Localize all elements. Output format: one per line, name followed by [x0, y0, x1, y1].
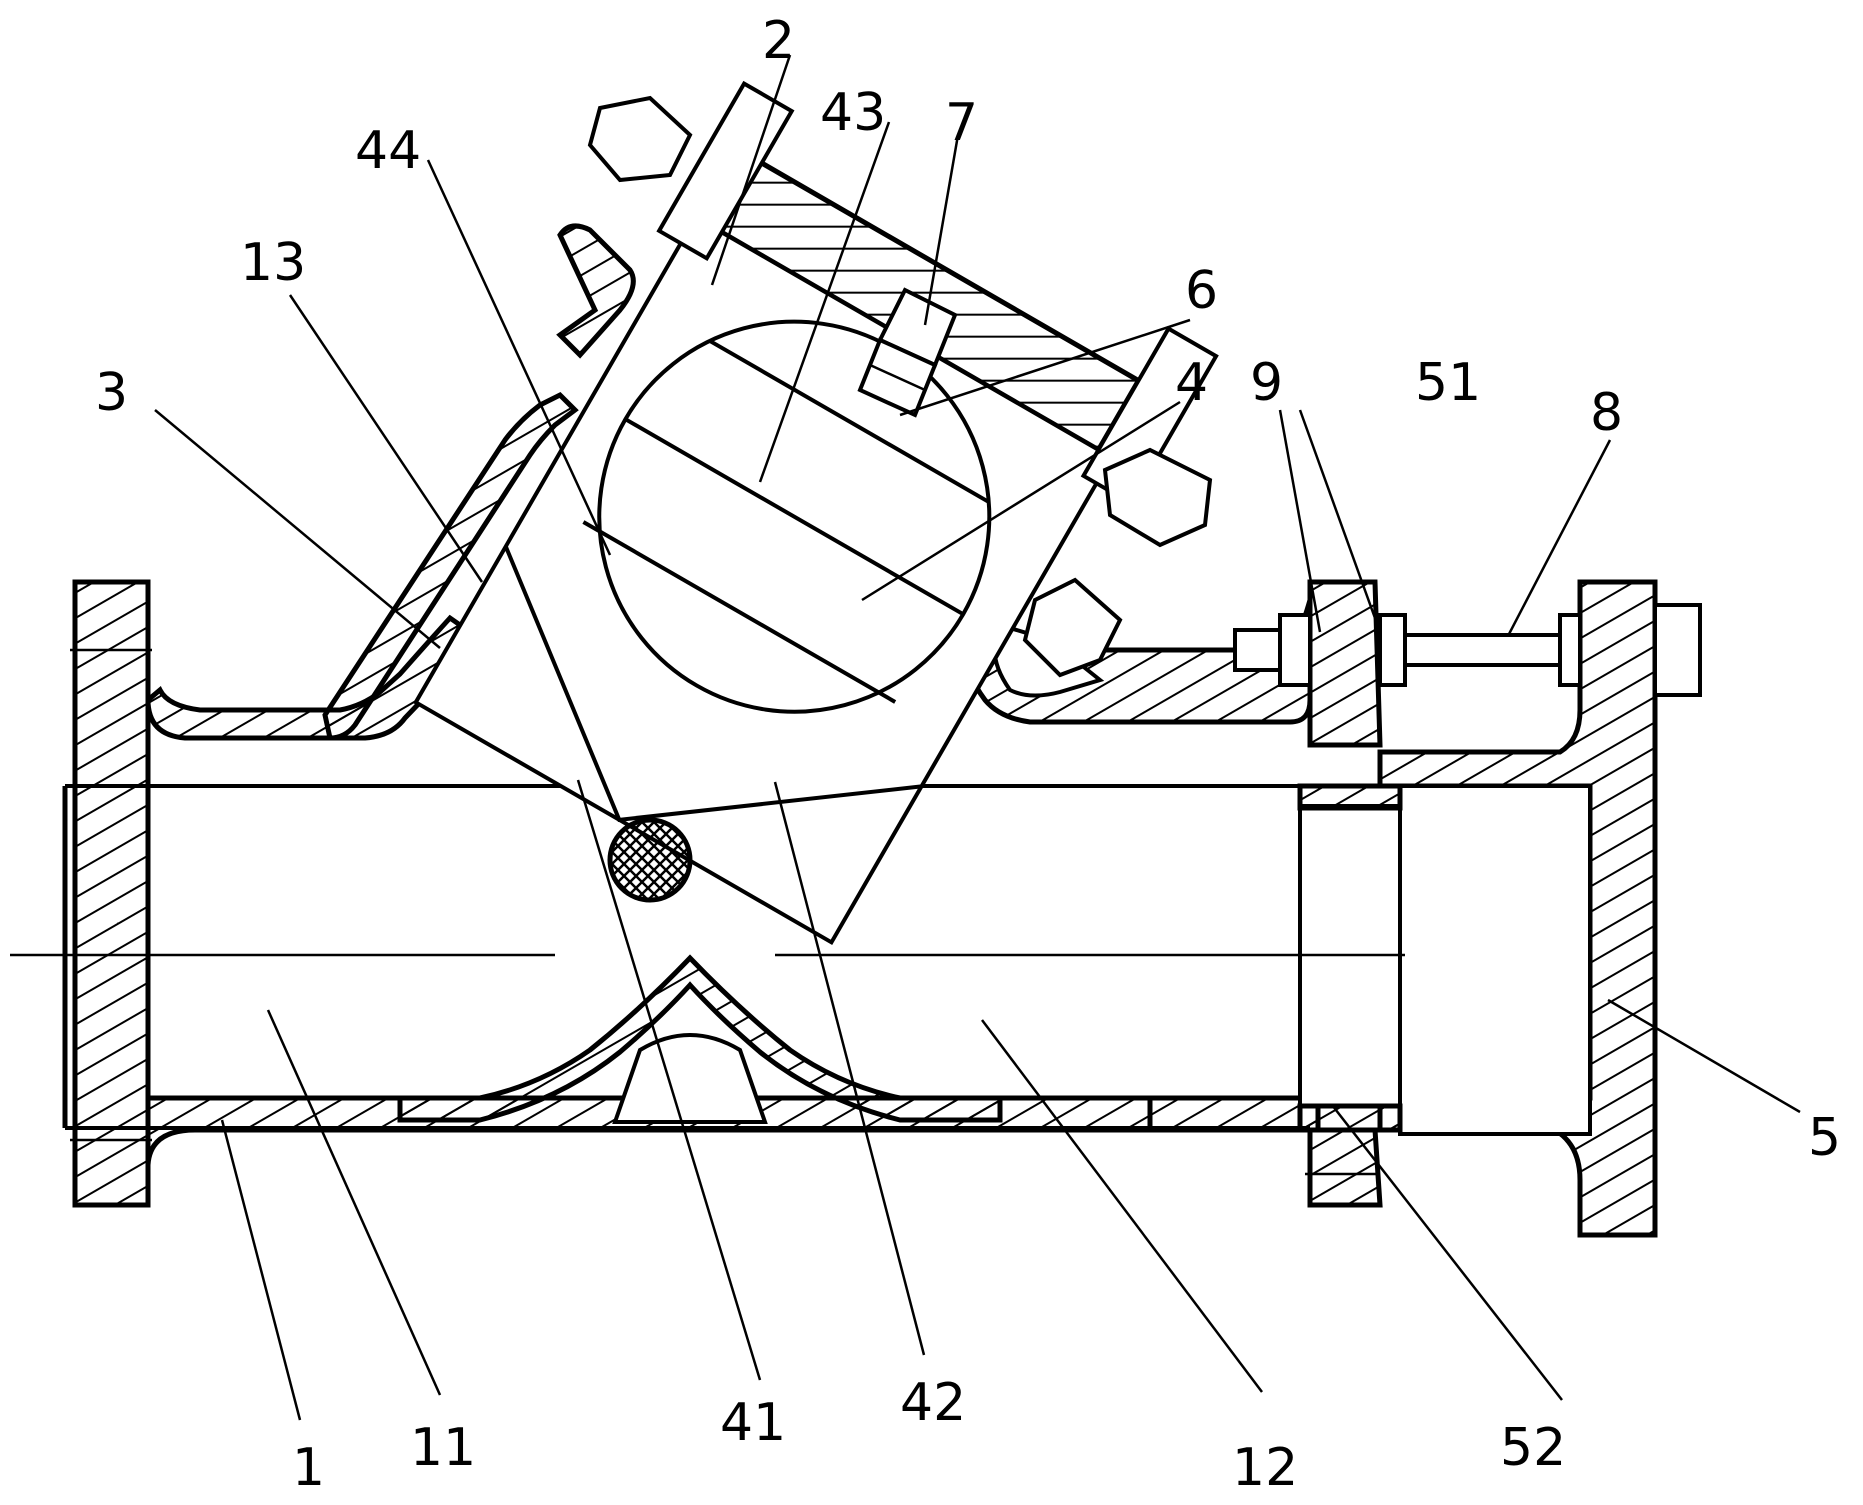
bonnet-assembly — [413, 80, 1219, 946]
label-13: 13 — [240, 233, 306, 293]
label-8: 8 — [1590, 383, 1623, 443]
label-5: 5 — [1808, 1108, 1841, 1168]
label-52: 52 — [1500, 1418, 1566, 1478]
label-9: 9 — [1250, 353, 1283, 413]
label-4: 4 — [1175, 353, 1208, 413]
vent-plug — [857, 287, 958, 418]
bonnet-bolts — [587, 95, 1213, 678]
label-11: 11 — [410, 1418, 476, 1478]
tie-bolt — [1233, 603, 1702, 697]
label-3: 3 — [95, 363, 128, 423]
label-12: 12 — [1232, 1438, 1298, 1498]
leader-lines — [154, 54, 1801, 1421]
label-2: 2 — [762, 11, 795, 71]
label-6: 6 — [1185, 261, 1218, 321]
label-51: 51 — [1415, 353, 1481, 413]
valve-body — [62, 223, 1383, 1208]
label-1: 1 — [292, 1438, 325, 1498]
label-41: 41 — [720, 1393, 786, 1453]
label-43: 43 — [820, 83, 886, 143]
label-7: 7 — [945, 93, 978, 153]
part-labels: 2 43 7 44 13 6 3 4 9 51 8 5 41 42 1 11 1… — [95, 11, 1841, 1498]
label-42: 42 — [900, 1373, 966, 1433]
mesh-element — [607, 817, 693, 903]
label-44: 44 — [355, 121, 421, 181]
